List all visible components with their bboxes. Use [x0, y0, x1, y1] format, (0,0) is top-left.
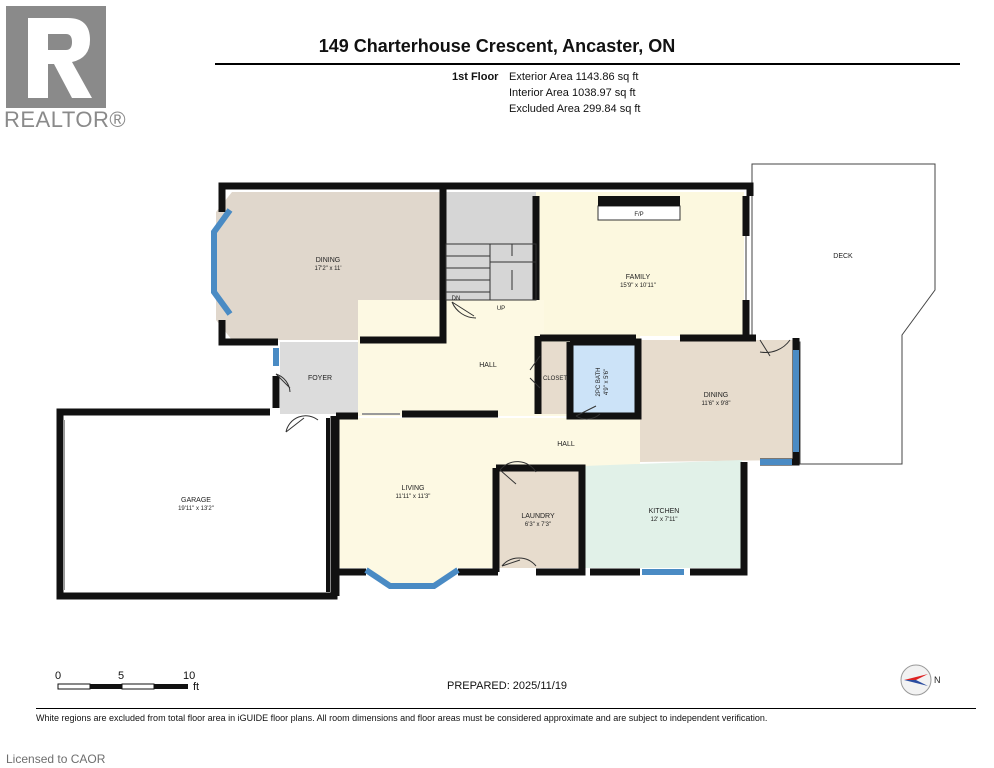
- bath-dim: 4'9" x 5'6": [604, 369, 610, 395]
- laundry-room: [498, 470, 580, 568]
- scale-bar: [57, 683, 188, 690]
- kitchen-label: KITCHEN: [649, 508, 680, 515]
- garage-dim: 19'11" x 13'2": [178, 506, 214, 512]
- stairs-area: [446, 192, 536, 300]
- compass-icon: N: [900, 664, 940, 696]
- hall-upper-label: HALL: [479, 362, 497, 369]
- realtor-logo-icon: [6, 6, 106, 108]
- deck-label: DECK: [833, 253, 853, 260]
- kitchen-dim: 12' x 7'11": [651, 517, 678, 523]
- garage-room: [62, 414, 330, 594]
- scale-unit: ft: [193, 681, 200, 693]
- prepared-date: PREPARED: 2025/11/19: [447, 680, 568, 692]
- interior-area: Interior Area 1038.97 sq ft: [509, 87, 636, 99]
- wall-dining-top-right: [360, 186, 447, 344]
- living-label: LIVING: [402, 485, 425, 492]
- excluded-area: Excluded Area 299.84 sq ft: [509, 103, 641, 115]
- wall-dining-top-bottom: [218, 320, 278, 346]
- compass-north-label: N: [934, 675, 940, 685]
- wall-kitchen-east: [690, 462, 748, 576]
- laundry-dim: 6'3" x 7'3": [525, 522, 551, 528]
- door-laundry: [499, 461, 537, 485]
- license-text: Licensed to CAOR: [6, 752, 106, 766]
- door-closet: [529, 355, 541, 389]
- page-title: 149 Charterhouse Crescent, Ancaster, ON: [318, 36, 676, 56]
- stairs-up-label: UP: [497, 306, 505, 312]
- garage-label: GARAGE: [181, 497, 211, 504]
- bath-room: [572, 344, 636, 414]
- door-stairs: [451, 301, 477, 319]
- scale-tick-0: 0: [55, 670, 62, 682]
- wall-north: [218, 182, 754, 212]
- scale-tick-5: 5: [118, 670, 125, 682]
- wall-closet-bath: [566, 338, 642, 420]
- foyer-room: [280, 342, 358, 414]
- kitchen-room: [584, 460, 742, 568]
- family-label: FAMILY: [626, 274, 651, 281]
- hall-upper-area: [358, 300, 544, 416]
- hall-lower-label: HALL: [557, 441, 575, 448]
- family-dim: 15'9" x 10'11": [620, 283, 656, 289]
- fireplace-label: F/P: [634, 212, 643, 218]
- door-dining-deck: [759, 339, 791, 357]
- dining-right-dim: 11'6" x 9'8": [701, 401, 730, 407]
- living-bay-window: [364, 567, 460, 589]
- dining-top-label: DINING: [316, 257, 341, 264]
- closet-label: CLOSET: [543, 376, 567, 382]
- exterior-area: Exterior Area 1143.86 sq ft: [509, 71, 639, 83]
- footer-divider: [36, 708, 976, 709]
- living-dim: 11'11" x 11'3": [396, 494, 431, 500]
- wall-laundry-top: [496, 464, 586, 576]
- dining-right-label: DINING: [704, 392, 729, 399]
- wall-laundry: [492, 468, 500, 576]
- dining-right-room: [640, 340, 794, 462]
- door-bath: [575, 405, 601, 420]
- stairs-dn-label: DN: [452, 296, 461, 302]
- closet-room: [540, 342, 570, 414]
- realtor-brand-text: REALTOR®: [4, 107, 127, 132]
- title-divider: [215, 63, 960, 65]
- dining-bay-window: [211, 208, 233, 316]
- wall-garage: [56, 408, 338, 600]
- living-room: [338, 418, 494, 568]
- laundry-label: LAUNDRY: [521, 513, 555, 520]
- door-foyer: [275, 373, 291, 393]
- bath-label: 2PC BATH: [596, 368, 602, 397]
- floor-label: 1st Floor: [452, 71, 499, 83]
- door-entry: [285, 415, 319, 433]
- disclaimer-text: White regions are excluded from total fl…: [36, 713, 768, 723]
- door-laundry-bottom: [501, 557, 537, 567]
- dining-top-dim: 17'2" x 11': [315, 266, 342, 272]
- foyer-label: FOYER: [308, 375, 332, 382]
- scale-tick-10: 10: [183, 670, 196, 682]
